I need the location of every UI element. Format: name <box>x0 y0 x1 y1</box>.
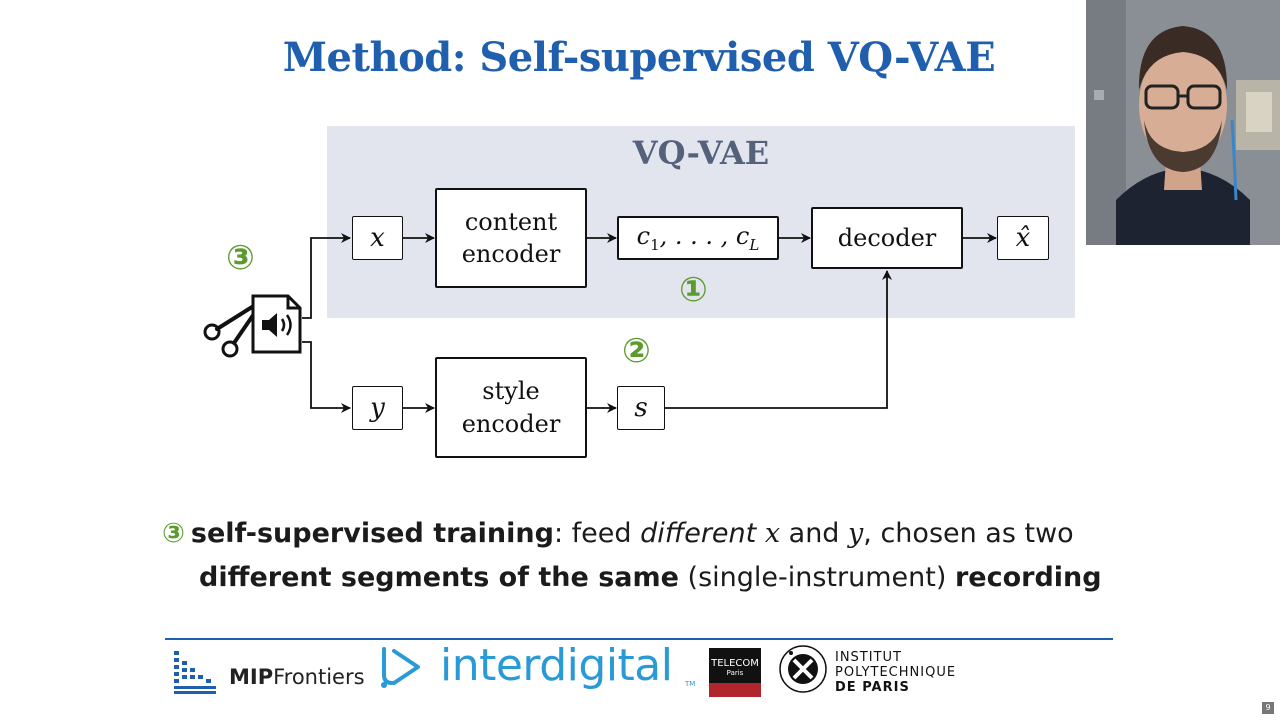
style-encoder-box: style encoder <box>435 357 587 458</box>
caption-text-b <box>756 518 765 549</box>
arrow-audio-to-y <box>302 342 350 408</box>
audio-file-icon <box>253 296 300 352</box>
telecom-line1: TELECOM <box>709 658 761 669</box>
decoder-box: decoder <box>811 207 963 269</box>
caption-italic-different: different <box>640 518 756 549</box>
content-encoder-line1: content <box>465 206 557 238</box>
telecom-line2: Paris <box>709 669 761 677</box>
codes-label: c1, . . . , cL <box>637 222 760 254</box>
ipp-line3: DE PARIS <box>835 680 956 695</box>
caption-var-y: y <box>848 518 863 549</box>
page-number-badge: 9 <box>1262 702 1274 714</box>
caption-text-a: : feed <box>554 518 640 549</box>
input-x-box: x <box>352 216 403 260</box>
content-encoder-box: content encoder <box>435 188 587 288</box>
interdigital-trademark: TM <box>685 680 695 688</box>
cut-audio-icon <box>200 292 306 364</box>
arrow-audio-to-x <box>302 238 350 318</box>
style-encoder-line2: encoder <box>462 408 561 440</box>
ipp-line2: POLYTECHNIQUE <box>835 665 956 680</box>
frontiers-text: Frontiers <box>273 665 364 689</box>
caption-bold-3: recording <box>955 562 1102 593</box>
caption-line-2: different segments of the same (single-i… <box>162 556 1122 600</box>
mip-frontiers-logo-icon <box>172 649 218 695</box>
marker-three: ③ <box>226 238 255 278</box>
style-vector-box: s <box>617 386 665 430</box>
marker-one: ① <box>679 270 708 310</box>
mip-frontiers-wordmark: MIPFrontiers <box>229 665 365 689</box>
telecom-paris-logo: TELECOM Paris <box>709 648 761 697</box>
ipp-line1: INSTITUT <box>835 650 956 665</box>
caption-bold-2: different segments of the same <box>199 562 679 593</box>
mip-text: MIP <box>229 665 273 689</box>
marker-two: ② <box>622 331 651 371</box>
caption-var-x: x <box>765 518 780 549</box>
ipp-seal-icon <box>777 641 829 697</box>
style-encoder-line1: style <box>482 375 539 407</box>
caption-text-d: , chosen as two <box>863 518 1073 549</box>
input-y-box: y <box>352 386 403 430</box>
interdigital-logo-icon <box>378 645 428 691</box>
telecom-red-band <box>709 683 761 697</box>
caption-text-c: and <box>780 518 848 549</box>
content-encoder-line2: encoder <box>462 238 561 270</box>
caption-plain-2: (single-instrument) <box>679 562 955 593</box>
presenter-video-frame <box>1086 0 1280 245</box>
output-x-hat-box: x̂ <box>997 216 1049 260</box>
interdigital-wordmark: interdigital <box>440 640 673 691</box>
presenter-webcam <box>1086 0 1280 245</box>
ipp-wordmark: INSTITUT POLYTECHNIQUE DE PARIS <box>835 650 956 695</box>
caption-bold-1: self-supervised training <box>191 518 554 549</box>
caption-marker: ③ <box>162 518 185 549</box>
codes-box: c1, . . . , cL <box>617 216 779 260</box>
